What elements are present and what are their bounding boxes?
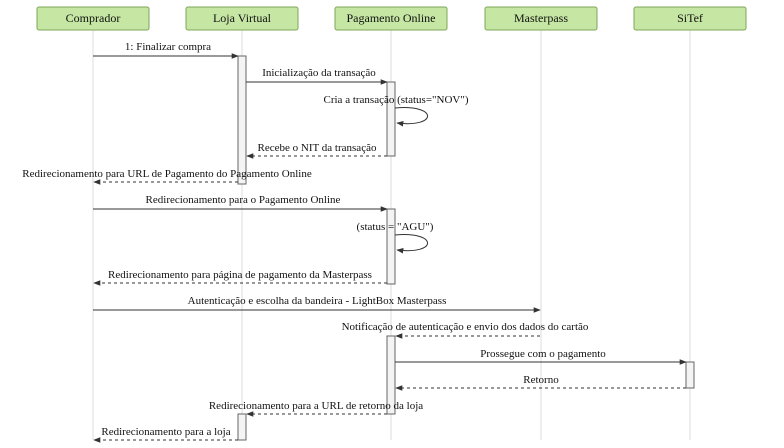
actor-label-comprador: Comprador <box>66 11 121 25</box>
message-7-self: (status = "AGU") <box>357 221 434 254</box>
message-4: Recebe o NIT da transação <box>246 142 387 159</box>
actor-loja-virtual: Loja Virtual <box>185 6 299 31</box>
message-label-6: Redirecionamento para o Pagamento Online <box>146 194 341 206</box>
message-label-8: Redirecionamento para página de pagament… <box>108 269 372 281</box>
message-label-14: Redirecionamento para a loja <box>101 426 230 438</box>
activation-sitef <box>685 361 695 389</box>
actor-label-pagamento-online: Pagamento Online <box>347 11 436 25</box>
message-9: Autenticação e escolha da bandeira - Lig… <box>93 295 541 313</box>
message-5: Redirecionamento para URL de Pagamento d… <box>22 168 312 185</box>
message-1: 1: Finalizar compra <box>93 41 239 59</box>
message-label-9: Autenticação e escolha da bandeira - Lig… <box>188 295 447 307</box>
actor-sitef: SiTef <box>633 6 747 31</box>
message-label-10: Notificação de autenticação e envio dos … <box>342 321 589 333</box>
message-label-5: Redirecionamento para URL de Pagamento d… <box>22 168 312 180</box>
activation-pagamento-3 <box>386 335 396 415</box>
activations <box>237 55 695 441</box>
activation-pagamento-2 <box>386 208 396 285</box>
message-label-13: Redirecionamento para a URL de retorno d… <box>209 400 423 412</box>
message-label-11: Prossegue com o pagamento <box>480 348 606 360</box>
message-2: Inicialização da transação <box>246 67 388 85</box>
message-8: Redirecionamento para página de pagament… <box>93 269 387 286</box>
message-12: Retorno <box>395 374 686 391</box>
message-11: Prossegue com o pagamento <box>395 348 687 365</box>
actor-comprador: Comprador <box>36 6 150 31</box>
actor-masterpass: Masterpass <box>484 6 598 31</box>
actor-label-loja-virtual: Loja Virtual <box>213 11 272 25</box>
message-13: Redirecionamento para a URL de retorno d… <box>209 400 423 417</box>
actor-label-sitef: SiTef <box>677 11 703 25</box>
message-label-4: Recebe o NIT da transação <box>258 142 377 154</box>
message-label-12: Retorno <box>523 374 559 386</box>
actor-label-masterpass: Masterpass <box>514 11 568 25</box>
message-label-2: Inicialização da transação <box>262 67 376 79</box>
message-14: Redirecionamento para a loja <box>93 426 238 443</box>
message-3-self: Cria a transação (status="NOV") <box>324 94 469 127</box>
message-10: Notificação de autenticação e envio dos … <box>342 321 589 339</box>
message-label-1: 1: Finalizar compra <box>125 41 211 53</box>
message-6: Redirecionamento para o Pagamento Online <box>93 194 388 212</box>
actor-pagamento-online: Pagamento Online <box>334 6 448 31</box>
activation-loja-1 <box>237 55 247 185</box>
message-label-3: Cria a transação (status="NOV") <box>324 94 469 106</box>
activation-pagamento-1 <box>386 81 396 157</box>
activation-loja-2 <box>237 413 247 441</box>
message-label-7: (status = "AGU") <box>357 221 434 233</box>
